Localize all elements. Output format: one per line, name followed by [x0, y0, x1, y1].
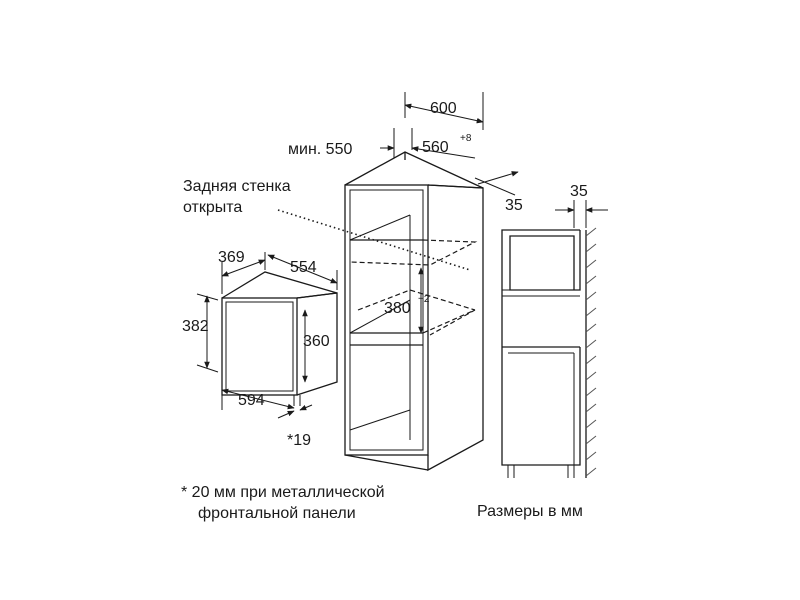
dim-side-view-offset: 35	[570, 183, 588, 200]
side-view	[501, 227, 597, 478]
footnote-line2: фронтальной панели	[198, 505, 356, 522]
side-view-dimensions: 35	[555, 183, 608, 228]
dim-cabinet-width: 600	[430, 100, 457, 117]
dim-appliance-height-total: 382	[182, 318, 209, 335]
tall-cabinet	[277, 151, 484, 472]
wall-hatching	[585, 227, 597, 477]
dim-appliance-depth: 369	[218, 249, 245, 266]
dim-niche-width: 560	[422, 139, 449, 156]
dim-side-offset: 35	[505, 197, 523, 214]
microwave-dimensions: 369 554 382 360 594 *19	[182, 249, 338, 449]
rear-wall-label-line1: Задняя стенка	[183, 178, 291, 195]
rear-wall-leader	[277, 209, 471, 271]
dim-niche-height-tol: +2	[418, 294, 430, 305]
dim-appliance-width: 554	[290, 259, 317, 276]
rear-wall-label-line2: открыта	[183, 199, 242, 216]
units-label: Размеры в мм	[477, 503, 583, 520]
dim-cabinet-min-depth: мин. 550	[288, 141, 352, 158]
dim-niche-width-tol: +8	[460, 133, 472, 144]
dim-appliance-height-body: 360	[303, 333, 330, 350]
dim-appliance-front-width: 594	[238, 392, 265, 409]
footnote-line1: * 20 мм при металлической	[181, 484, 385, 501]
dim-niche-height: 380	[384, 300, 411, 317]
cabinet-dimensions: 600 мин. 550 560 +8 35 380 +2	[288, 92, 523, 334]
dim-appliance-front-thickness: *19	[287, 432, 311, 449]
